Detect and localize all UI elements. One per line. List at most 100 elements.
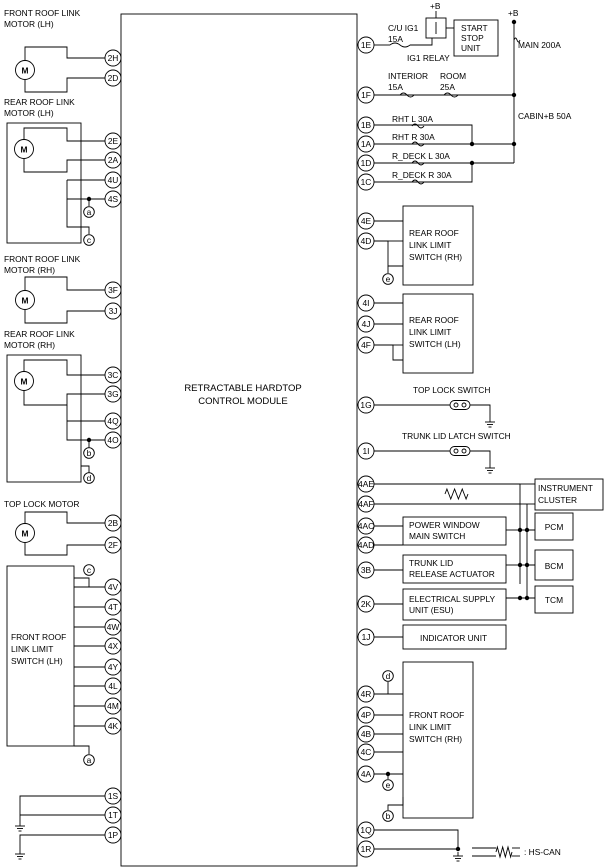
start-stop-unit-label: UNIT	[461, 43, 481, 53]
pin-9-label: 3G	[107, 389, 118, 399]
pin-r-10-label: 4F	[361, 340, 371, 350]
front-roof-motor-lh-icon-letter: M	[22, 66, 29, 76]
start-stop-unit-label: STOP	[461, 33, 484, 43]
rear-roof-limit-switch-rh-label: LINK LIMIT	[409, 240, 451, 250]
front-roof-limit-switch-lh-label: SWITCH (LH)	[11, 656, 63, 666]
front-roof-limit-switch-lh-label: LINK LIMIT	[11, 644, 53, 654]
wire	[23, 159, 105, 173]
room-fuse-label: ROOM	[440, 71, 466, 81]
front-roof-motor-rh-icon	[15, 290, 35, 310]
pin-r-9-label: 4J	[362, 319, 371, 329]
termination-resistor-icon	[444, 487, 469, 501]
connector-marker-label: c	[87, 565, 91, 575]
connector-marker	[382, 779, 394, 791]
room-fuse-amp: 25A	[440, 82, 455, 92]
wire	[374, 829, 459, 849]
wire	[410, 38, 433, 46]
indicator-unit-box	[402, 624, 507, 650]
cabin-fuse-label: CABIN+B 50A	[518, 111, 572, 121]
front-roof-limit-switch-rh-label: LINK LIMIT	[409, 722, 451, 732]
pin-r-12-label: 1I	[363, 446, 370, 456]
pin-r-11-label: 1G	[360, 400, 371, 410]
pin-5-label: 4S	[108, 194, 119, 204]
wire	[24, 276, 105, 291]
switch-contact-icon	[461, 402, 467, 408]
connector-marker-label: d	[386, 671, 391, 681]
pin-r-20-label: 4R	[361, 689, 372, 699]
cu-ig1-fuse-label: C/U IG1	[388, 23, 419, 33]
rear-roof-limit-switch-lh-label: LINK LIMIT	[409, 327, 451, 337]
connector-marker-label: c	[87, 235, 91, 245]
r-deck-r-fuse-label: R_DECK R 30A	[392, 170, 452, 180]
rear-roof-limit-switch-rh-box	[402, 205, 474, 286]
pin-10-label: 4Q	[107, 416, 119, 426]
connector-marker	[83, 564, 95, 576]
plus-b-label: +B	[430, 1, 441, 11]
connector-marker-label: d	[87, 473, 92, 483]
wire	[19, 795, 105, 822]
pin-r-26-label: 1R	[361, 844, 372, 854]
front-roof-motor-lh-label: FRONT ROOF LINK	[4, 8, 81, 18]
front-roof-motor-lh-icon	[15, 60, 35, 80]
pin-3-label: 2A	[108, 155, 119, 165]
tcm-box	[534, 585, 574, 614]
trunk-latch-switch-label: TRUNK LID LATCH SWITCH	[402, 431, 511, 441]
rear-roof-motor-rh-label: REAR ROOF LINK	[4, 329, 75, 339]
wire	[470, 404, 491, 418]
fuse-icon	[513, 37, 521, 43]
wire	[74, 577, 90, 587]
wire	[23, 127, 105, 142]
top-lock-motor-label: TOP LOCK MOTOR	[4, 499, 79, 509]
rear-roof-motor-lh-label: MOTOR (LH)	[4, 108, 54, 118]
wire	[19, 834, 105, 850]
switch-contact-icon	[453, 402, 459, 408]
rear-roof-limit-switch-rh-label: REAR ROOF	[409, 228, 459, 238]
r-deck-l-fuse-label: R_DECK L 30A	[392, 151, 450, 161]
junction-dot	[524, 562, 530, 568]
connector-marker	[83, 206, 95, 218]
connector-marker	[382, 670, 394, 682]
pin-7-label: 3J	[109, 306, 118, 316]
wire	[81, 465, 90, 473]
interior-fuse-amp: 15A	[388, 82, 403, 92]
front-roof-motor-rh-label: MOTOR (RH)	[4, 265, 55, 275]
connector-marker-label: b	[87, 448, 92, 458]
pin-r-1-label: 1F	[361, 90, 371, 100]
wire	[24, 77, 105, 93]
pin-r-3-label: 1A	[361, 139, 372, 149]
pin-r-14-label: 4AF	[358, 499, 373, 509]
wire	[24, 511, 105, 524]
rear-roof-limit-switch-lh-label: REAR ROOF	[409, 315, 459, 325]
switch-contact-icon	[453, 448, 459, 454]
wire	[66, 405, 105, 441]
instrument-cluster-box	[534, 478, 604, 511]
wire	[387, 797, 404, 810]
pin-14-label: 4V	[108, 582, 119, 592]
front-roof-motor-rh-icon-letter: M	[22, 296, 29, 306]
connector-marker-label: a	[87, 755, 92, 765]
pin-6-label: 3F	[108, 285, 118, 295]
rear-roof-limit-switch-lh-label: SWITCH (LH)	[409, 339, 461, 349]
rear-roof-motor-lh-label: REAR ROOF LINK	[4, 97, 75, 107]
rht-l-fuse-label: RHT L 30A	[392, 114, 433, 124]
rear-roof-motor-lh-icon	[14, 139, 34, 159]
pin-r-0-label: 1E	[361, 40, 372, 50]
switch-icon	[449, 446, 471, 456]
front-roof-limit-switch-rh-box	[402, 661, 474, 819]
junction-dot	[511, 141, 517, 147]
main-fuse-label: MAIN 200A	[518, 40, 561, 50]
connector-marker-label: e	[386, 274, 391, 284]
connector-marker-label: b	[386, 811, 391, 821]
power-window-switch-label: MAIN SWITCH	[409, 531, 465, 541]
instrument-cluster-label: CLUSTER	[538, 495, 577, 505]
module-title: RETRACTABLE HARDTOP	[184, 383, 301, 394]
esu-label: UNIT (ESU)	[409, 605, 454, 615]
top-lock-switch-label: TOP LOCK SWITCH	[413, 385, 490, 395]
junction-dot	[524, 527, 530, 533]
pin-24-label: 1P	[108, 830, 119, 840]
rear-roof-motor-lh-icon-letter: M	[21, 145, 28, 155]
wire	[81, 226, 90, 234]
junction-dot	[469, 141, 475, 147]
pin-r-6-label: 4E	[361, 216, 372, 226]
